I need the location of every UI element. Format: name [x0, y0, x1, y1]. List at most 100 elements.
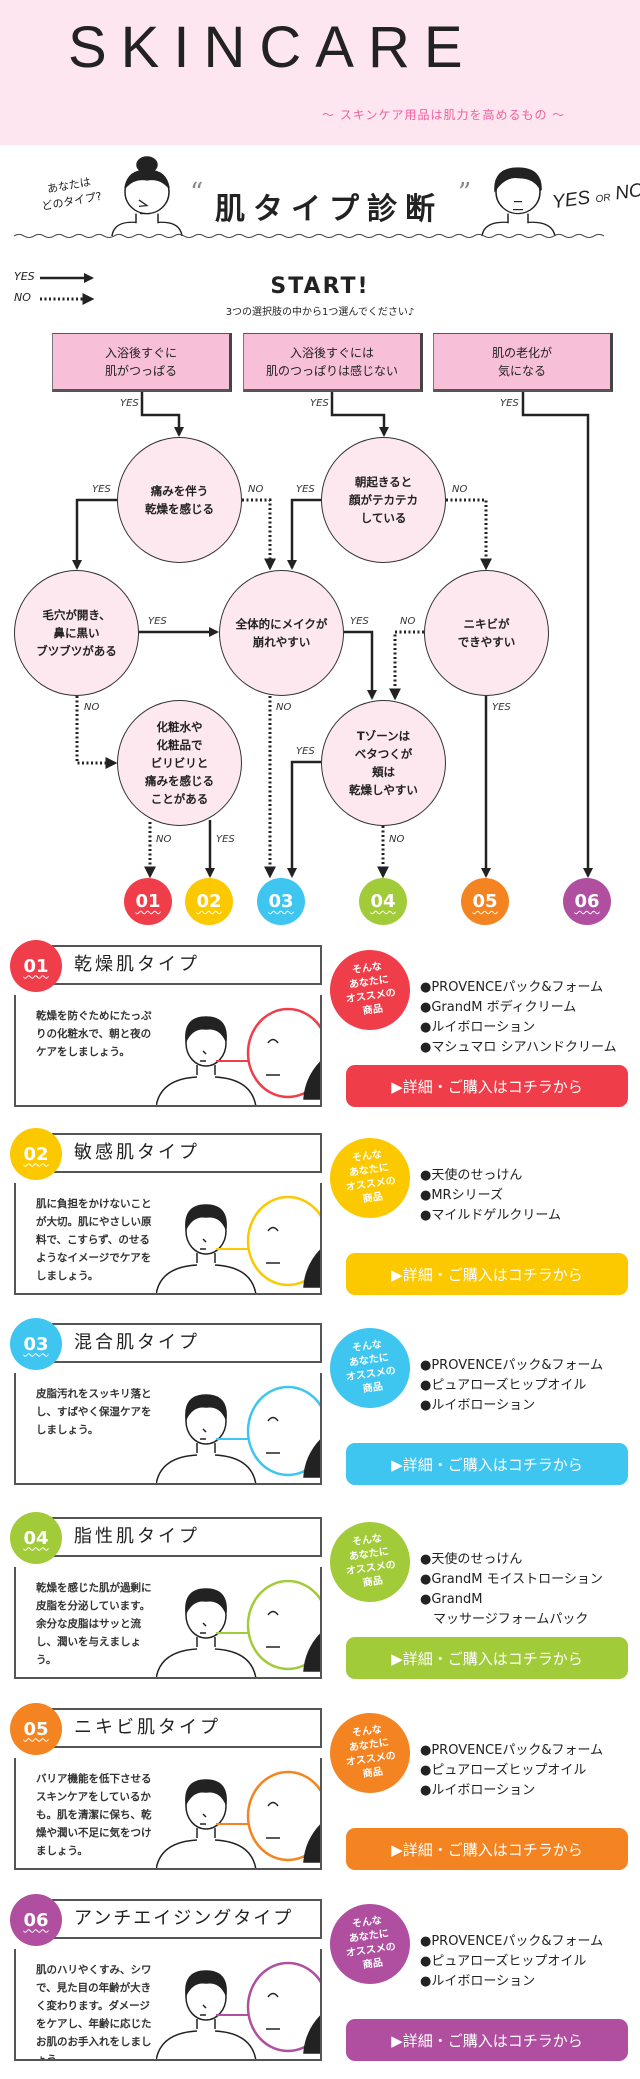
product-item[interactable]: ●GrandM ボディクリーム: [420, 1000, 577, 1015]
face-illustration: [156, 1195, 320, 1293]
result-badge-2[interactable]: 02: [185, 878, 233, 925]
type-number-badge: 04: [10, 1512, 62, 1564]
result-badge-5[interactable]: 05: [461, 878, 509, 925]
question-node: 痛みを伴う 乾燥を感じる: [117, 437, 242, 563]
product-list: ●天使のせっけん ●GrandM モイストローション ●GrandM マッサージフォ…: [420, 1550, 603, 1630]
flow-label-yes: YES: [296, 746, 315, 757]
details-purchase-button[interactable]: ▶詳細・ご購入はコチラから: [346, 1637, 628, 1679]
tagline: ～ スキンケア用品は肌力を高めるもの ～: [322, 108, 566, 122]
flow-label-yes: YES: [216, 834, 235, 845]
product-list: ●PROVENCEパック&フォーム ●ピュアローズヒップオイル ●ルイボローション: [420, 1356, 603, 1416]
product-item[interactable]: ●PROVENCEパック&フォーム: [420, 1358, 604, 1373]
details-purchase-button[interactable]: ▶詳細・ご購入はコチラから: [346, 1443, 628, 1485]
type-description: バリア機能を低下させるスキンケアをしているかも。肌を清潔に保ち、乾燥や潤い不足に…: [36, 1773, 152, 1857]
type-title: 混合肌タイプ: [52, 1323, 322, 1363]
type-description-box: 皮脂汚れをスッキリ落とし、すばやく保湿ケアをしましょう。: [14, 1373, 322, 1485]
result-badge-4[interactable]: 04: [359, 878, 407, 925]
flow-label-yes: YES: [350, 616, 369, 627]
close-quote: ”: [458, 178, 472, 208]
flow-label-yes: YES: [500, 398, 519, 409]
face-illustration: [156, 1579, 320, 1677]
question-node: 朝起きると 顔がテカテカ している: [321, 437, 446, 563]
man-icon: [481, 167, 556, 237]
flow-label-no: NO: [84, 702, 100, 713]
product-list: ●PROVENCEパック&フォーム ●ピュアローズヒップオイル ●ルイボローション: [420, 1932, 603, 1992]
details-purchase-button[interactable]: ▶詳細・ご購入はコチラから: [346, 2019, 628, 2061]
flow-label-yes: YES: [148, 616, 167, 627]
product-item[interactable]: ●マイルドゲルクリーム: [420, 1208, 561, 1223]
flow-arrows: [40, 273, 593, 879]
product-item[interactable]: ●ピュアローズヒップオイル: [420, 1954, 587, 1969]
choice-box-1[interactable]: 入浴後すぐに 肌がつっぱる: [52, 333, 232, 392]
product-item[interactable]: ●天使のせっけん: [420, 1552, 523, 1567]
flow-label-no: NO: [452, 484, 468, 495]
start-instructions: 3つの選択肢の中から1つ選んでください♪: [225, 307, 415, 318]
face-illustration: [156, 1007, 320, 1105]
start-heading: START!: [270, 274, 370, 299]
type-number-badge: 05: [10, 1703, 62, 1755]
product-item[interactable]: ●PROVENCEパック&フォーム: [420, 1743, 604, 1758]
question-node: Tゾーンは ベタつくが 頬は 乾燥しやすい: [321, 700, 446, 826]
product-list: ●PROVENCEパック&フォーム ●ピュアローズヒップオイル ●ルイボローション: [420, 1741, 603, 1801]
type-description-box: 乾燥を感じた肌が過剰に皮脂を分泌しています。余分な皮脂はサッと流し、潤いを与えま…: [14, 1567, 322, 1679]
product-item[interactable]: ●ルイボローション: [420, 1974, 536, 1989]
wave-divider: [13, 233, 605, 239]
product-item[interactable]: ●ルイボローション: [420, 1020, 536, 1035]
flow-arrow: [72, 498, 117, 570]
details-purchase-button[interactable]: ▶詳細・ご購入はコチラから: [346, 1828, 628, 1870]
type-description-box: 乾燥を防ぐためにたっぷりの化粧水で、朝と夜のケアをしましょう。: [14, 995, 322, 1107]
quiz-title: 肌タイプ診断: [215, 192, 443, 227]
choice-box-3[interactable]: 肌の老化が 気になる: [433, 333, 613, 392]
product-item[interactable]: ●ルイボローション: [420, 1398, 536, 1413]
product-item[interactable]: ●PROVENCEパック&フォーム: [420, 1934, 604, 1949]
result-badge-3[interactable]: 03: [257, 878, 305, 925]
flow-label-yes: YES: [492, 702, 511, 713]
question-node: 化粧水や 化粧品で ビリビリと 痛みを感じる ことがある: [117, 700, 242, 826]
legend-no: NO: [14, 291, 31, 304]
face-illustration: [156, 1961, 320, 2059]
question-node: 毛穴が開き、 鼻に黒い ブツブツがある: [14, 570, 139, 696]
type-description: 肌のハリやくすみ、シワで、見た目の年齢が大きく変わります。ダメージをケアし、年齢…: [36, 1964, 152, 2061]
flow-label-no: NO: [156, 834, 172, 845]
product-item[interactable]: ●ピュアローズヒップオイル: [420, 1378, 587, 1393]
type-description-box: 肌のハリやくすみ、シワで、見た目の年齢が大きく変わります。ダメージをケアし、年齢…: [14, 1949, 322, 2061]
flow-label-yes: YES: [92, 484, 111, 495]
product-item[interactable]: ●ピュアローズヒップオイル: [420, 1763, 587, 1778]
product-item[interactable]: ●マシュマロ シアハンドクリーム: [420, 1040, 617, 1055]
product-item[interactable]: ●PROVENCEパック&フォーム: [420, 980, 604, 995]
details-purchase-button[interactable]: ▶詳細・ご購入はコチラから: [346, 1065, 628, 1107]
type-number-badge: 01: [10, 940, 62, 992]
flow-arrow: [140, 392, 184, 437]
type-title: アンチエイジングタイプ: [52, 1899, 322, 1939]
flow-label-no: NO: [276, 702, 292, 713]
details-purchase-button[interactable]: ▶詳細・ご購入はコチラから: [346, 1253, 628, 1295]
type-number-badge: 02: [10, 1128, 62, 1180]
choice-box-2[interactable]: 入浴後すぐには 肌のつっぱりは感じない: [243, 333, 423, 392]
product-item[interactable]: ●ルイボローション: [420, 1783, 536, 1798]
question-node: ニキビが できやすい: [424, 570, 549, 696]
flow-arrow: [242, 498, 276, 571]
open-quote: “: [190, 178, 204, 208]
product-item[interactable]: ●MRシリーズ: [420, 1188, 503, 1203]
flow-arrow: [521, 392, 593, 878]
product-list: ●PROVENCEパック&フォーム ●GrandM ボディクリーム ●ルイボローショ…: [420, 978, 617, 1058]
recommend-bubble: そんな あなたに オススメの 商品: [324, 1322, 416, 1414]
recommend-bubble: そんな あなたに オススメの 商品: [324, 1132, 416, 1224]
flow-arrow: [287, 498, 321, 570]
result-badge-1[interactable]: 01: [124, 878, 172, 925]
product-item[interactable]: ●天使のせっけん: [420, 1168, 523, 1183]
recommend-bubble: そんな あなたに オススメの 商品: [324, 944, 416, 1036]
woman-icon: [111, 156, 183, 237]
recommend-bubble: そんな あなたに オススメの 商品: [324, 1516, 416, 1608]
flow-label-no: NO: [389, 834, 405, 845]
no-text: NO: [613, 179, 640, 205]
product-item[interactable]: ●GrandM マッサージフォームパック: [420, 1592, 589, 1627]
or-text: OR: [594, 192, 612, 206]
product-item[interactable]: ●GrandM モイストローション: [420, 1572, 603, 1587]
result-badge-6[interactable]: 06: [563, 878, 611, 925]
recommend-bubble: そんな あなたに オススメの 商品: [324, 1898, 416, 1990]
